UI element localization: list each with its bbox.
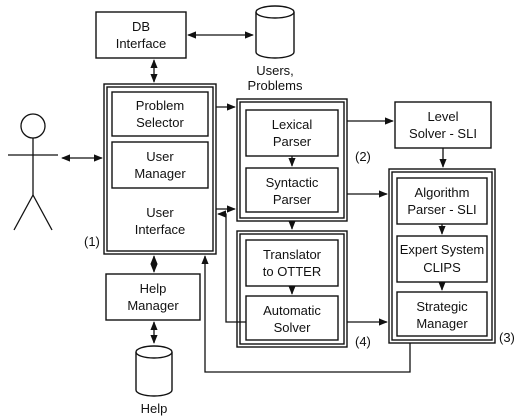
expert-system-label-1: Expert System (400, 242, 485, 257)
problem-selector-label-1: Problem (136, 98, 184, 113)
users-problems-database-icon (255, 5, 295, 59)
user-manager-label-2: Manager (134, 166, 186, 181)
algorithm-parser-box (396, 177, 488, 225)
syntactic-parser-label-2: Parser (273, 192, 312, 207)
user-interface-label-2: Interface (135, 222, 186, 237)
group-1-label: (1) (84, 234, 100, 249)
sli-group: Algorithm Parser - SLI Expert System CLI… (388, 168, 496, 344)
level-solver-label-1: Level (427, 109, 458, 124)
user-interface-label-1: User (146, 205, 174, 220)
problem-selector-label-2: Selector (136, 115, 184, 130)
help-database-label: Help (141, 401, 168, 416)
expert-system-label-2: CLIPS (423, 260, 461, 275)
user-interface-group: Problem Selector User Manager User Inter… (103, 83, 217, 255)
translator-label-2: to OTTER (263, 264, 322, 279)
translator-label-1: Translator (263, 247, 322, 262)
syntactic-parser-label-1: Syntactic (266, 175, 319, 190)
help-manager-label-2: Manager (127, 298, 179, 313)
group-2-label: (2) (355, 149, 371, 164)
algorithm-parser-label-1: Algorithm (415, 185, 470, 200)
expert-system-box (396, 235, 488, 283)
problem-selector-box (111, 91, 209, 137)
users-problems-label-1: Users, (256, 63, 294, 78)
level-solver-box: Level Solver - SLI (394, 101, 492, 149)
automatic-solver-box (245, 295, 339, 341)
strategic-manager-label-2: Manager (416, 316, 468, 331)
group-4-label: (4) (355, 334, 371, 349)
users-problems-label-2: Problems (248, 78, 303, 93)
level-solver-label-2: Solver - SLI (409, 126, 477, 141)
db-interface-box: DB Interface (95, 11, 187, 59)
db-interface-label-1: DB (132, 19, 150, 34)
help-manager-box: Help Manager (105, 273, 201, 321)
automatic-solver-label-1: Automatic (263, 303, 321, 318)
automatic-solver-label-2: Solver (274, 320, 312, 335)
help-manager-label-1: Help (140, 281, 167, 296)
algorithm-parser-label-2: Parser - SLI (407, 202, 476, 217)
db-interface-label-2: Interface (116, 36, 167, 51)
strategic-manager-label-1: Strategic (416, 299, 468, 314)
help-database-icon (135, 345, 173, 397)
user-manager-box (111, 141, 209, 189)
lexical-parser-label-1: Lexical (272, 117, 313, 132)
connectors (61, 31, 447, 373)
group-3-label: (3) (499, 330, 515, 345)
lexical-parser-label-2: Parser (273, 134, 312, 149)
user-actor-icon (8, 113, 58, 231)
strategic-manager-box (396, 291, 488, 337)
user-manager-label-1: User (146, 149, 174, 164)
syntactic-parser-box (245, 167, 339, 213)
